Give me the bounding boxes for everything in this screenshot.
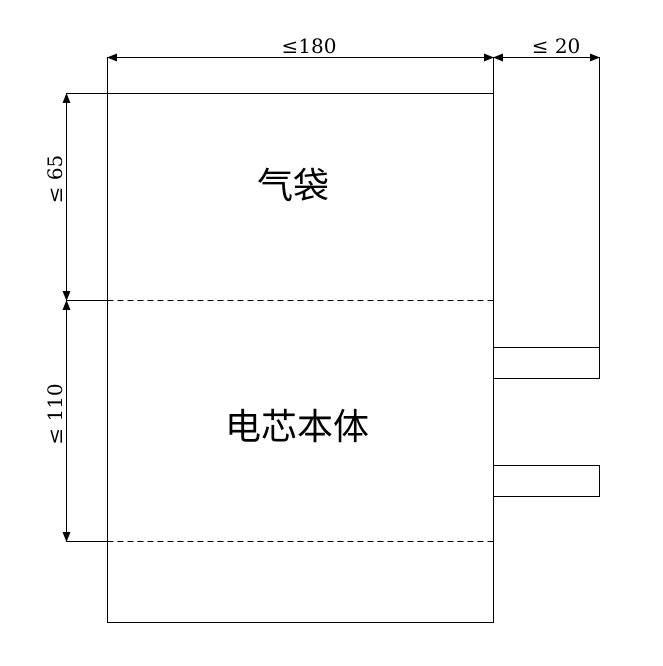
- airbag-label: 气袋: [257, 166, 329, 207]
- body-height-dimension-label: ≤ 110: [43, 383, 67, 444]
- cell-outline: [66, 57, 494, 623]
- tab-lower: [493, 465, 600, 497]
- extension-lines: [66, 300, 108, 542]
- tab-upper: [493, 347, 600, 379]
- width-dimension-label: ≤180: [282, 34, 337, 58]
- tab-width-dimension-label: ≤ 20: [532, 34, 581, 58]
- airbag-height-dimension-label: ≤ 65: [43, 155, 67, 204]
- cell-body-region: [107, 300, 494, 542]
- cell-body-label: 电芯本体: [225, 407, 369, 448]
